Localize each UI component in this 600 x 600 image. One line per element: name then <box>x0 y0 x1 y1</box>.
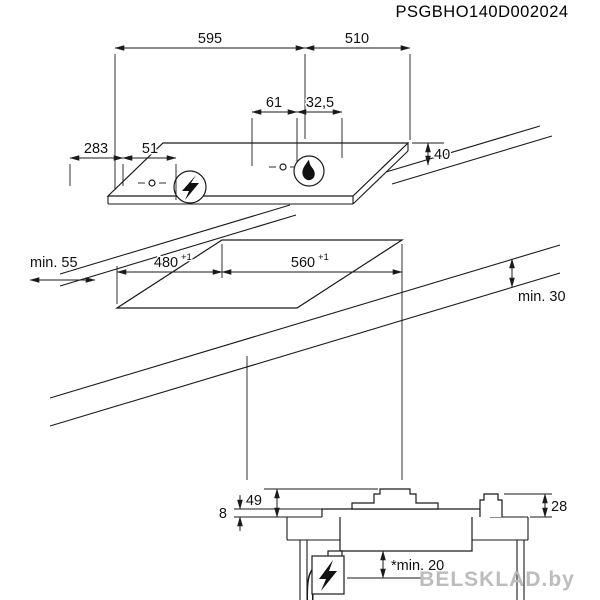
hob-glass-profile <box>321 508 491 517</box>
lightning-icon <box>173 170 207 204</box>
dim-label-560-tol: +1 <box>318 252 329 263</box>
dim-glass-height: 8 <box>217 495 322 531</box>
section-view: 8 49 28 *min. 20 <box>217 488 569 600</box>
ignition-knob-profile <box>479 493 503 517</box>
burner-center-mark <box>148 179 156 187</box>
dim-label-40: 40 <box>434 147 450 163</box>
dim-burner-edge: 32,5 <box>296 94 343 162</box>
part-number: PSGBHO140D002024 <box>395 3 568 21</box>
right-burner-mark <box>269 163 297 171</box>
dim-cutout-depth: 480 +1 <box>116 244 223 304</box>
counter-rear-edge-right <box>385 125 541 173</box>
dim-label-283: 283 <box>84 141 108 157</box>
dim-left-edge: 283 <box>69 140 124 186</box>
dim-label-min55: min. 55 <box>30 255 78 271</box>
warning-lightning-glyph <box>319 560 337 591</box>
dim-label-480: 480 <box>154 255 178 271</box>
dim-label-560: 560 <box>291 255 315 271</box>
dim-label-28: 28 <box>551 499 567 515</box>
dim-label-510: 510 <box>345 31 369 47</box>
countertop-edges <box>49 125 561 427</box>
watermark: BELSKLAD.by <box>419 568 575 591</box>
counter-rear-edge-left-2 <box>59 214 297 287</box>
dim-label-595: 595 <box>198 31 222 47</box>
dim-label-61: 61 <box>266 95 282 111</box>
dim-knob-height: 28 <box>504 493 569 518</box>
dim-label-min20: *min. 20 <box>391 558 444 574</box>
hob-top-view <box>106 142 410 205</box>
dim-cutout-width: 560 +1 <box>221 251 403 275</box>
worktop-cutout <box>114 239 405 309</box>
dim-label-32-5: 32,5 <box>306 95 334 111</box>
dim-burner-spacing: 61 <box>251 94 298 166</box>
dim-label-min30: min. 30 <box>518 289 566 305</box>
dim-label-51: 51 <box>142 141 158 157</box>
projection-lines <box>246 244 403 480</box>
dim-left-burner: 51 <box>122 140 177 200</box>
dim-min-front-clearance: min. 30 <box>509 258 567 307</box>
flame-glyph <box>302 159 315 181</box>
counter-rear-edge-left <box>59 204 291 275</box>
dim-label-49: 49 <box>246 493 262 509</box>
hob-tub-profile <box>339 517 473 552</box>
hob-side-thickness <box>352 150 409 205</box>
cutout-view: 480 +1 560 +1 min. 55 min. 30 <box>29 239 567 309</box>
electric-shock-icon <box>311 555 345 595</box>
flame-icon <box>293 155 325 187</box>
dim-hob-height: 40 <box>412 142 452 166</box>
burner-center-mark <box>279 163 287 171</box>
counter-front-edge-bottom <box>49 272 561 427</box>
dim-burner-height: 49 <box>244 488 378 518</box>
dim-min-clearance: *min. 20 <box>347 550 446 579</box>
dim-label-8: 8 <box>219 506 227 522</box>
dim-hob-width: 595 <box>114 30 306 190</box>
dim-label-480-tol: +1 <box>181 252 192 263</box>
counter-rear-edge-right-2 <box>391 135 553 185</box>
burner-grate-profile <box>351 488 439 510</box>
counter-front-edge-top <box>49 244 561 399</box>
left-burner-mark <box>138 179 166 187</box>
dim-hob-depth: 510 <box>304 30 411 140</box>
dim-min-rear-clearance: min. 55 <box>29 254 96 283</box>
lightning-bolt-glyph <box>182 175 199 200</box>
